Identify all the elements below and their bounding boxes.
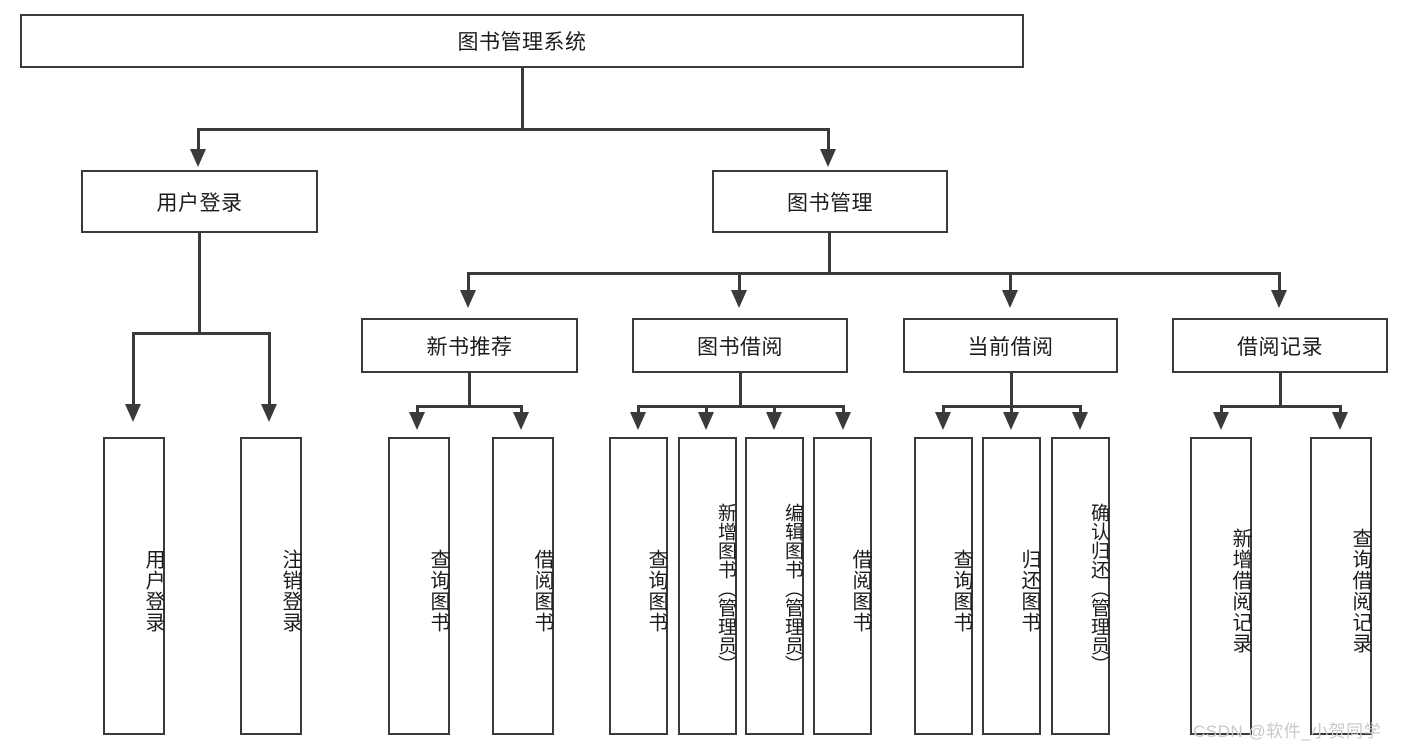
node-user-login[interactable]: 用户登录 (81, 170, 318, 233)
edge-current-borrow-drop-2 (1010, 405, 1013, 415)
edge-new-book-drop-2 (520, 405, 523, 415)
edge-user-login-stem (198, 233, 201, 334)
arrow-new-book-leaf-2 (513, 412, 529, 430)
arrow-user-login-leaf-2 (261, 404, 277, 422)
edge-book-borrow-bus (637, 405, 845, 408)
arrow-current-borrow-leaf-1 (935, 412, 951, 430)
edge-root-to-book-mgmt (827, 128, 830, 152)
node-label: 查询图书 (950, 549, 972, 633)
edge-book-mgmt-drop-1 (467, 272, 470, 294)
leaf-book-borrow-borrow[interactable]: 借阅图书 (813, 437, 872, 735)
node-label: 图书管理 (787, 191, 873, 215)
node-label: 用户登录 (142, 549, 164, 633)
node-label: 当前借阅 (967, 335, 1054, 359)
leaf-book-borrow-edit[interactable]: 编辑图书（管理员） (745, 437, 804, 735)
edge-book-borrow-drop-3 (773, 405, 776, 415)
node-label: 借阅图书 (531, 549, 553, 633)
node-new-book-recommend[interactable]: 新书推荐 (361, 318, 578, 373)
arrow-root-to-book-mgmt (820, 149, 836, 167)
arrow-root-to-user-login (190, 149, 206, 167)
arrow-book-borrow-leaf-3 (766, 412, 782, 430)
arrow-book-borrow-leaf-1 (630, 412, 646, 430)
edge-current-borrow-drop-3 (1079, 405, 1082, 415)
leaf-new-book-query[interactable]: 查询图书 (388, 437, 450, 735)
node-label: 查询图书 (427, 549, 449, 633)
node-label: 借阅记录 (1237, 335, 1323, 359)
node-borrow-record[interactable]: 借阅记录 (1172, 318, 1388, 373)
edge-book-borrow-drop-1 (637, 405, 640, 415)
edge-borrow-record-drop-2 (1339, 405, 1342, 415)
leaf-user-login-logout[interactable]: 注销登录 (240, 437, 302, 735)
arrow-borrow-record-leaf-2 (1332, 412, 1348, 430)
edge-borrow-record-bus (1220, 405, 1342, 408)
edge-book-borrow-drop-2 (705, 405, 708, 415)
arrow-current-borrow-leaf-3 (1072, 412, 1088, 430)
edge-borrow-record-stem (1279, 373, 1282, 407)
arrow-book-mgmt-to-book-borrow (731, 290, 747, 308)
edge-book-mgmt-bus (467, 272, 1281, 275)
leaf-new-book-borrow[interactable]: 借阅图书 (492, 437, 554, 735)
leaf-current-borrow-query[interactable]: 查询图书 (914, 437, 973, 735)
edge-current-borrow-stem (1010, 373, 1013, 407)
edge-current-borrow-drop-1 (942, 405, 945, 415)
node-label: 新书推荐 (426, 335, 513, 359)
arrow-book-borrow-leaf-4 (835, 412, 851, 430)
edge-borrow-record-drop-1 (1220, 405, 1223, 415)
arrow-new-book-leaf-1 (409, 412, 425, 430)
node-book-management[interactable]: 图书管理 (712, 170, 948, 233)
node-book-borrow[interactable]: 图书借阅 (632, 318, 848, 373)
node-label: 归还图书 (1018, 549, 1040, 633)
node-label: 编辑图书（管理员） (782, 502, 803, 674)
node-current-borrow[interactable]: 当前借阅 (903, 318, 1118, 373)
node-label: 图书借阅 (697, 335, 783, 359)
edge-user-login-drop-1 (132, 332, 135, 407)
leaf-book-borrow-query[interactable]: 查询图书 (609, 437, 668, 735)
arrow-user-login-leaf-1 (125, 404, 141, 422)
edge-book-borrow-stem (739, 373, 742, 407)
node-root-system[interactable]: 图书管理系统 (20, 14, 1024, 68)
edge-book-mgmt-drop-2 (738, 272, 741, 294)
node-label: 确认归还（管理员） (1088, 502, 1109, 674)
edge-user-login-drop-2 (268, 332, 271, 407)
node-label: 查询图书 (645, 549, 667, 633)
leaf-current-borrow-confirm-return[interactable]: 确认归还（管理员） (1051, 437, 1110, 735)
edge-book-mgmt-drop-3 (1009, 272, 1012, 294)
edge-book-mgmt-drop-4 (1278, 272, 1281, 294)
node-label: 新增图书（管理员） (715, 502, 736, 674)
edge-root-bus (197, 128, 830, 131)
edge-new-book-stem (468, 373, 471, 407)
edge-root-stem (521, 68, 524, 130)
arrow-borrow-record-leaf-1 (1213, 412, 1229, 430)
csdn-watermark: CSDN @软件_小贺同学 (1193, 722, 1382, 741)
leaf-book-borrow-add[interactable]: 新增图书（管理员） (678, 437, 737, 735)
edge-new-book-drop-1 (416, 405, 419, 415)
leaf-user-login-login[interactable]: 用户登录 (103, 437, 165, 735)
arrow-current-borrow-leaf-2 (1003, 412, 1019, 430)
edge-book-mgmt-stem (828, 233, 831, 274)
arrow-book-borrow-leaf-2 (698, 412, 714, 430)
edge-new-book-bus (416, 405, 523, 408)
edge-book-borrow-drop-4 (842, 405, 845, 415)
node-label: 图书管理系统 (457, 31, 587, 54)
node-label: 新增借阅记录 (1229, 528, 1251, 654)
node-label: 用户登录 (156, 191, 243, 215)
edge-user-login-bus (132, 332, 270, 335)
arrow-book-mgmt-to-borrow-record (1271, 290, 1287, 308)
leaf-current-borrow-return[interactable]: 归还图书 (982, 437, 1041, 735)
leaf-borrow-record-query[interactable]: 查询借阅记录 (1310, 437, 1372, 735)
node-label: 借阅图书 (849, 549, 871, 633)
node-label: 查询借阅记录 (1349, 528, 1371, 654)
node-label: 注销登录 (279, 549, 301, 633)
edge-root-to-user-login (197, 128, 200, 152)
arrow-book-mgmt-to-new-book (460, 290, 476, 308)
arrow-book-mgmt-to-current-borrow (1002, 290, 1018, 308)
leaf-borrow-record-add[interactable]: 新增借阅记录 (1190, 437, 1252, 735)
